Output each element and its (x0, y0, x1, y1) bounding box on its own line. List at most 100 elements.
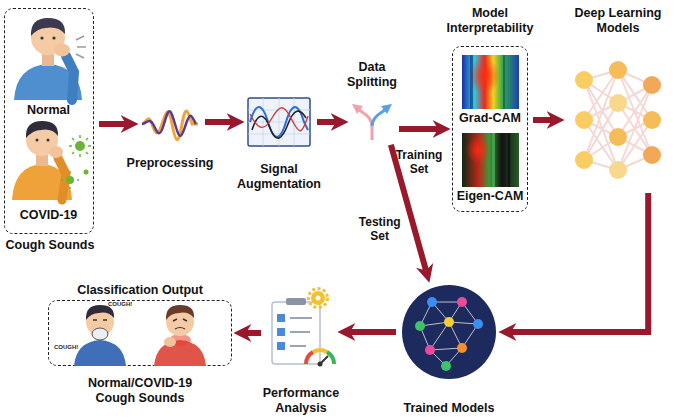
neural-network-icon (609, 161, 627, 179)
neural-network-icon (609, 128, 627, 146)
covid-person (26, 124, 58, 156)
step-label: Signal Augmentation (226, 162, 332, 192)
class-label: COVID-19 (5, 208, 92, 223)
normal-person (42, 52, 54, 66)
input-group: NormalCOVID-19Cough Sounds (4, 8, 94, 234)
group-title: Classification Output (39, 283, 241, 298)
neural-network-icon (575, 111, 593, 129)
covid-person (36, 139, 39, 142)
covid-person (12, 121, 91, 200)
step-label: Deep Learning Models (556, 6, 680, 36)
sick-man (169, 334, 191, 346)
trained-model-circle: Trained Models (401, 284, 497, 380)
covid-person (66, 176, 74, 184)
sound-word: COUGH! (108, 301, 132, 308)
edge-label: Training Set (391, 148, 447, 176)
sick-man (154, 340, 206, 366)
step-label: Trained Models (387, 401, 511, 416)
eigencam-heatmap (492, 133, 495, 187)
report-icon (320, 356, 328, 364)
report-icon (272, 302, 320, 364)
heatmap-label: Eigen-CAM (452, 189, 528, 204)
flow-arrow (205, 119, 232, 125)
neural-network-icon (575, 61, 661, 179)
augmentation-icon (250, 108, 308, 131)
waveform-icon (142, 111, 198, 140)
split-icon (352, 104, 392, 140)
neural-network-icon (643, 111, 661, 129)
class-label: Normal (5, 103, 92, 118)
output-label: Normal/COVID-19 Cough Sounds (75, 376, 205, 406)
flow-arrow (350, 329, 396, 335)
report-icon (277, 328, 285, 336)
neural-network-icon (643, 76, 661, 94)
covid-person (84, 170, 89, 175)
normal-person (31, 21, 65, 55)
sound-word: COUGH! (54, 344, 78, 351)
group-title: Model Interpretability (432, 6, 548, 36)
node-outline (401, 284, 497, 380)
output-group: Classification OutputNormal/COVID-19 Cou… (48, 300, 232, 366)
normal-person (14, 64, 82, 100)
sick-man (154, 305, 206, 366)
process-icon: Performance Analysis (266, 290, 336, 374)
report-icon (290, 318, 312, 346)
coughing-man (74, 340, 126, 366)
split-icon (372, 109, 386, 126)
covid-person (69, 135, 91, 157)
split-icon (358, 109, 372, 140)
sick-man (175, 328, 185, 330)
flow-arrow (511, 193, 648, 332)
covid-person (12, 164, 72, 200)
report-icon (327, 352, 334, 364)
neural-network-icon (609, 94, 627, 112)
coughing-man (74, 305, 126, 366)
report-icon (272, 289, 334, 367)
step-label: Preprocessing (115, 156, 225, 171)
normal-person (14, 18, 86, 100)
split-icon (352, 104, 363, 114)
report-icon (318, 362, 323, 367)
node-outline (402, 285, 496, 379)
neural-network-icon (575, 151, 593, 169)
interpretability-group: Model InterpretabilityGrad-CAMEigen-CAM (452, 46, 528, 212)
report-icon (309, 289, 328, 308)
flow-arrow (246, 330, 261, 336)
augmentation-icon (248, 98, 310, 146)
augmentation-icon (248, 98, 310, 146)
sick-man (173, 319, 187, 321)
step-label: Performance Analysis (251, 386, 351, 416)
heatmap-box: Eigen-CAM (462, 133, 518, 187)
normal-person (76, 36, 86, 58)
sick-man (166, 308, 194, 336)
flow-arrow (317, 119, 336, 125)
covid-person (47, 139, 50, 142)
augmentation-icon (250, 107, 308, 137)
normal-person (52, 36, 55, 39)
heatmap-box: Grad-CAM (462, 55, 518, 109)
gradcam-heatmap (503, 55, 505, 109)
group-title: Cough Sounds (0, 238, 110, 253)
process-icon: Data Splitting (350, 104, 394, 140)
report-icon (277, 314, 285, 322)
gradcam-heatmap (462, 55, 519, 109)
covid-person (49, 146, 63, 158)
augmentation-icon (248, 98, 310, 146)
normal-person (31, 18, 65, 36)
sick-man (164, 337, 176, 347)
gradcam-heatmap (462, 55, 519, 109)
report-icon (277, 342, 285, 350)
normal-person (40, 36, 43, 39)
covid-person (61, 171, 79, 189)
eigencam-heatmap (462, 133, 519, 187)
waveform-icon (142, 111, 198, 140)
waveform-icon (142, 111, 196, 136)
gradcam-heatmap (468, 58, 500, 94)
covid-person (26, 121, 58, 138)
normal-person (54, 44, 70, 57)
neural-network-icon (575, 71, 593, 89)
flow-arrow (533, 117, 552, 123)
neural-network-icon (643, 146, 661, 164)
